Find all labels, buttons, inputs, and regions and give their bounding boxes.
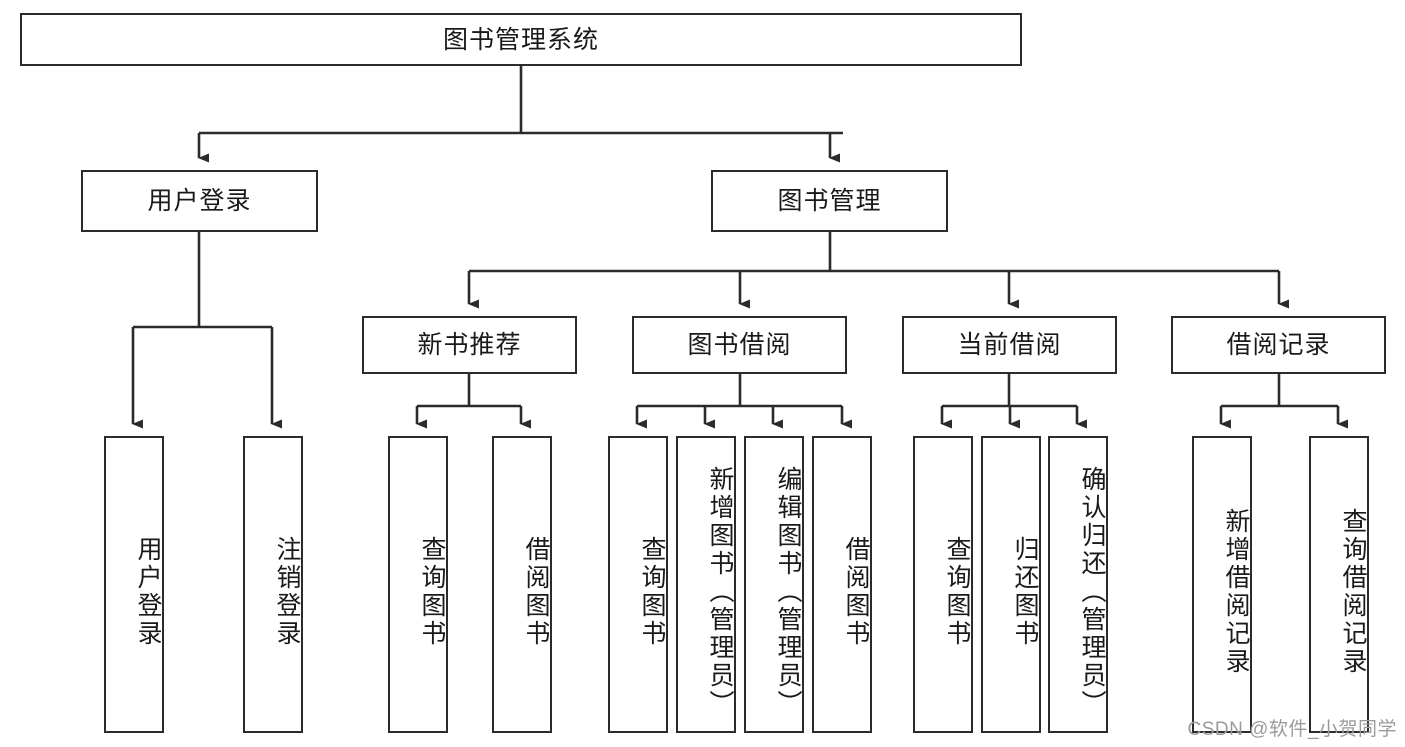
node-root-label: 图书管理系统 <box>442 25 599 54</box>
leaf-current-borrow-2-label: 归还图书 <box>1011 535 1039 648</box>
node-book-management[interactable]: 图书管理 <box>711 170 948 232</box>
leaf-book-borrow-4[interactable]: 借阅图书 <box>812 436 872 733</box>
leaf-user-login-1[interactable]: 用户登录 <box>104 436 164 733</box>
leaf-new-book-1-label: 查询图书 <box>418 535 446 648</box>
leaf-new-book-1[interactable]: 查询图书 <box>388 436 448 733</box>
leaf-current-borrow-3[interactable]: 确认归还（管理员） <box>1048 436 1108 733</box>
node-root[interactable]: 图书管理系统 <box>20 13 1022 66</box>
node-book-borrow-label: 图书借阅 <box>687 331 792 359</box>
node-current-borrow-label: 当前借阅 <box>957 331 1062 359</box>
leaf-user-login-2[interactable]: 注销登录 <box>243 436 303 733</box>
leaf-book-borrow-1[interactable]: 查询图书 <box>608 436 668 733</box>
node-borrow-record-label: 借阅记录 <box>1226 331 1331 359</box>
leaf-borrow-record-1-label: 新增借阅记录 <box>1222 507 1250 676</box>
leaf-current-borrow-2[interactable]: 归还图书 <box>981 436 1041 733</box>
node-borrow-record[interactable]: 借阅记录 <box>1171 316 1386 374</box>
node-new-book-recommend[interactable]: 新书推荐 <box>362 316 577 374</box>
leaf-book-borrow-2[interactable]: 新增图书（管理员） <box>676 436 736 733</box>
leaf-current-borrow-3-label: 确认归还（管理员） <box>1078 465 1106 718</box>
leaf-borrow-record-1[interactable]: 新增借阅记录 <box>1192 436 1252 733</box>
node-user-login-label: 用户登录 <box>147 187 252 215</box>
leaf-new-book-2[interactable]: 借阅图书 <box>492 436 552 733</box>
leaf-current-borrow-1-label: 查询图书 <box>943 535 971 648</box>
leaf-book-borrow-3[interactable]: 编辑图书（管理员） <box>744 436 804 733</box>
leaf-borrow-record-2[interactable]: 查询借阅记录 <box>1309 436 1369 733</box>
node-user-login[interactable]: 用户登录 <box>81 170 318 232</box>
node-current-borrow[interactable]: 当前借阅 <box>902 316 1117 374</box>
leaf-book-borrow-1-label: 查询图书 <box>638 535 666 648</box>
leaf-book-borrow-3-label: 编辑图书（管理员） <box>774 465 802 718</box>
leaf-user-login-1-label: 用户登录 <box>134 535 162 648</box>
leaf-book-borrow-2-label: 新增图书（管理员） <box>706 465 734 718</box>
leaf-new-book-2-label: 借阅图书 <box>522 535 550 648</box>
leaf-current-borrow-1[interactable]: 查询图书 <box>913 436 973 733</box>
leaf-book-borrow-4-label: 借阅图书 <box>842 535 870 648</box>
leaf-user-login-2-label: 注销登录 <box>273 535 301 648</box>
leaf-borrow-record-2-label: 查询借阅记录 <box>1339 507 1367 676</box>
node-book-borrow[interactable]: 图书借阅 <box>632 316 847 374</box>
node-book-management-label: 图书管理 <box>777 187 882 215</box>
node-new-book-recommend-label: 新书推荐 <box>417 331 522 359</box>
